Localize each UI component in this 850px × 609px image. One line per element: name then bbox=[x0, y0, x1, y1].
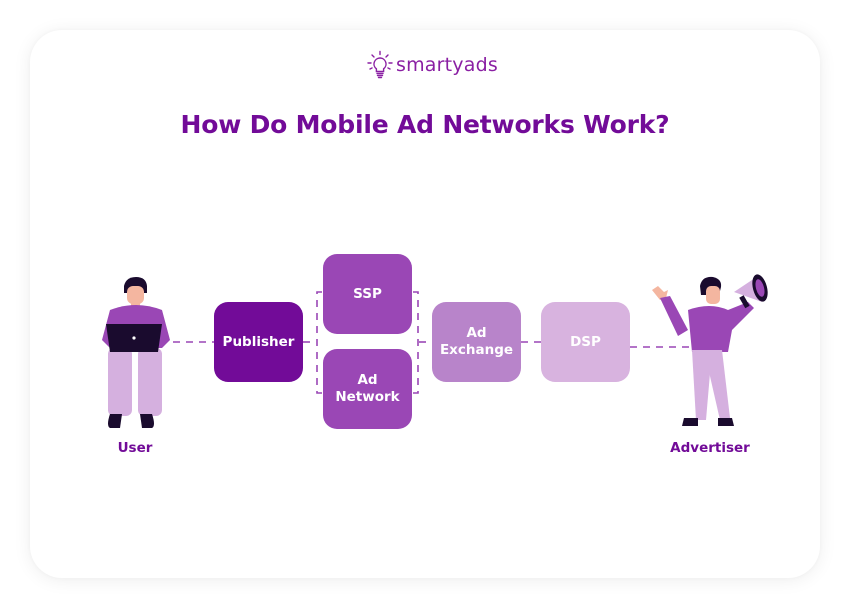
ssp-label: SSP bbox=[353, 285, 382, 302]
publisher-label: Publisher bbox=[222, 333, 295, 350]
diagram-card bbox=[30, 30, 820, 578]
user-label: User bbox=[117, 440, 153, 456]
lightbulb-icon bbox=[367, 50, 393, 79]
dsp-node: DSP bbox=[541, 302, 630, 382]
ad-exchange-node: Ad Exchange bbox=[432, 302, 521, 382]
ad-network-label-line2: Network bbox=[335, 389, 400, 405]
ad-network-node: Ad Network bbox=[323, 349, 412, 429]
publisher-node: Publisher bbox=[214, 302, 303, 382]
dsp-label: DSP bbox=[570, 333, 601, 350]
ad-exchange-label-line1: Ad bbox=[466, 325, 487, 341]
brand-logo: smartyads bbox=[366, 50, 498, 80]
ssp-node: SSP bbox=[323, 254, 412, 334]
brand-name: smartyads bbox=[396, 54, 498, 76]
advertiser-with-megaphone-illustration bbox=[652, 274, 768, 426]
page-title: How Do Mobile Ad Networks Work? bbox=[180, 110, 670, 139]
advertiser-label: Advertiser bbox=[670, 440, 750, 456]
ad-network-label-line1: Ad bbox=[357, 372, 378, 388]
ad-exchange-label-line2: Exchange bbox=[439, 342, 514, 358]
user-with-laptop-illustration bbox=[102, 277, 170, 428]
